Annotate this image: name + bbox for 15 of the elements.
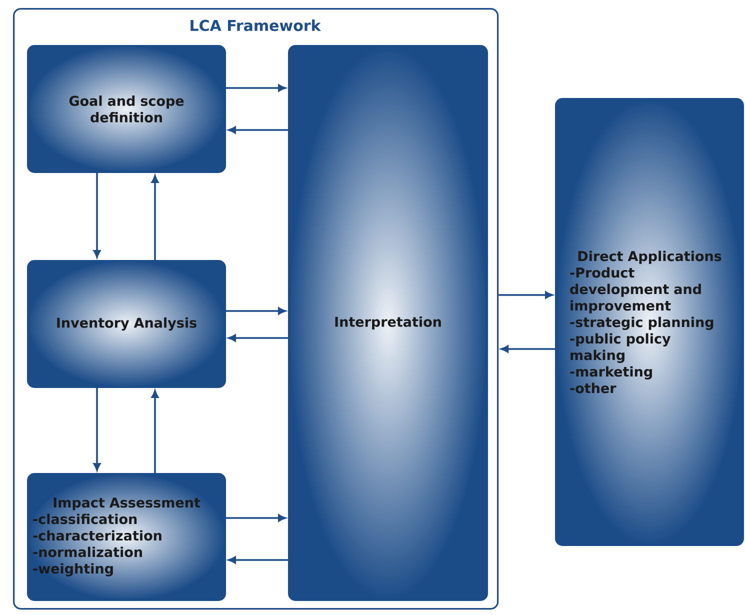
process-box: Goal and scope definition — [27, 45, 226, 173]
arrow — [151, 175, 159, 260]
arrow — [228, 126, 288, 134]
arrow — [226, 514, 286, 522]
arrow — [498, 291, 553, 299]
arrow — [93, 388, 101, 471]
arrow — [228, 556, 288, 564]
arrow — [93, 173, 101, 258]
arrow — [226, 307, 286, 315]
arrow — [228, 334, 288, 342]
process-box: Inventory Analysis — [27, 260, 226, 388]
process-box: Interpretation — [288, 45, 488, 601]
arrow — [500, 345, 555, 353]
arrow — [151, 390, 159, 473]
arrow — [226, 84, 286, 92]
